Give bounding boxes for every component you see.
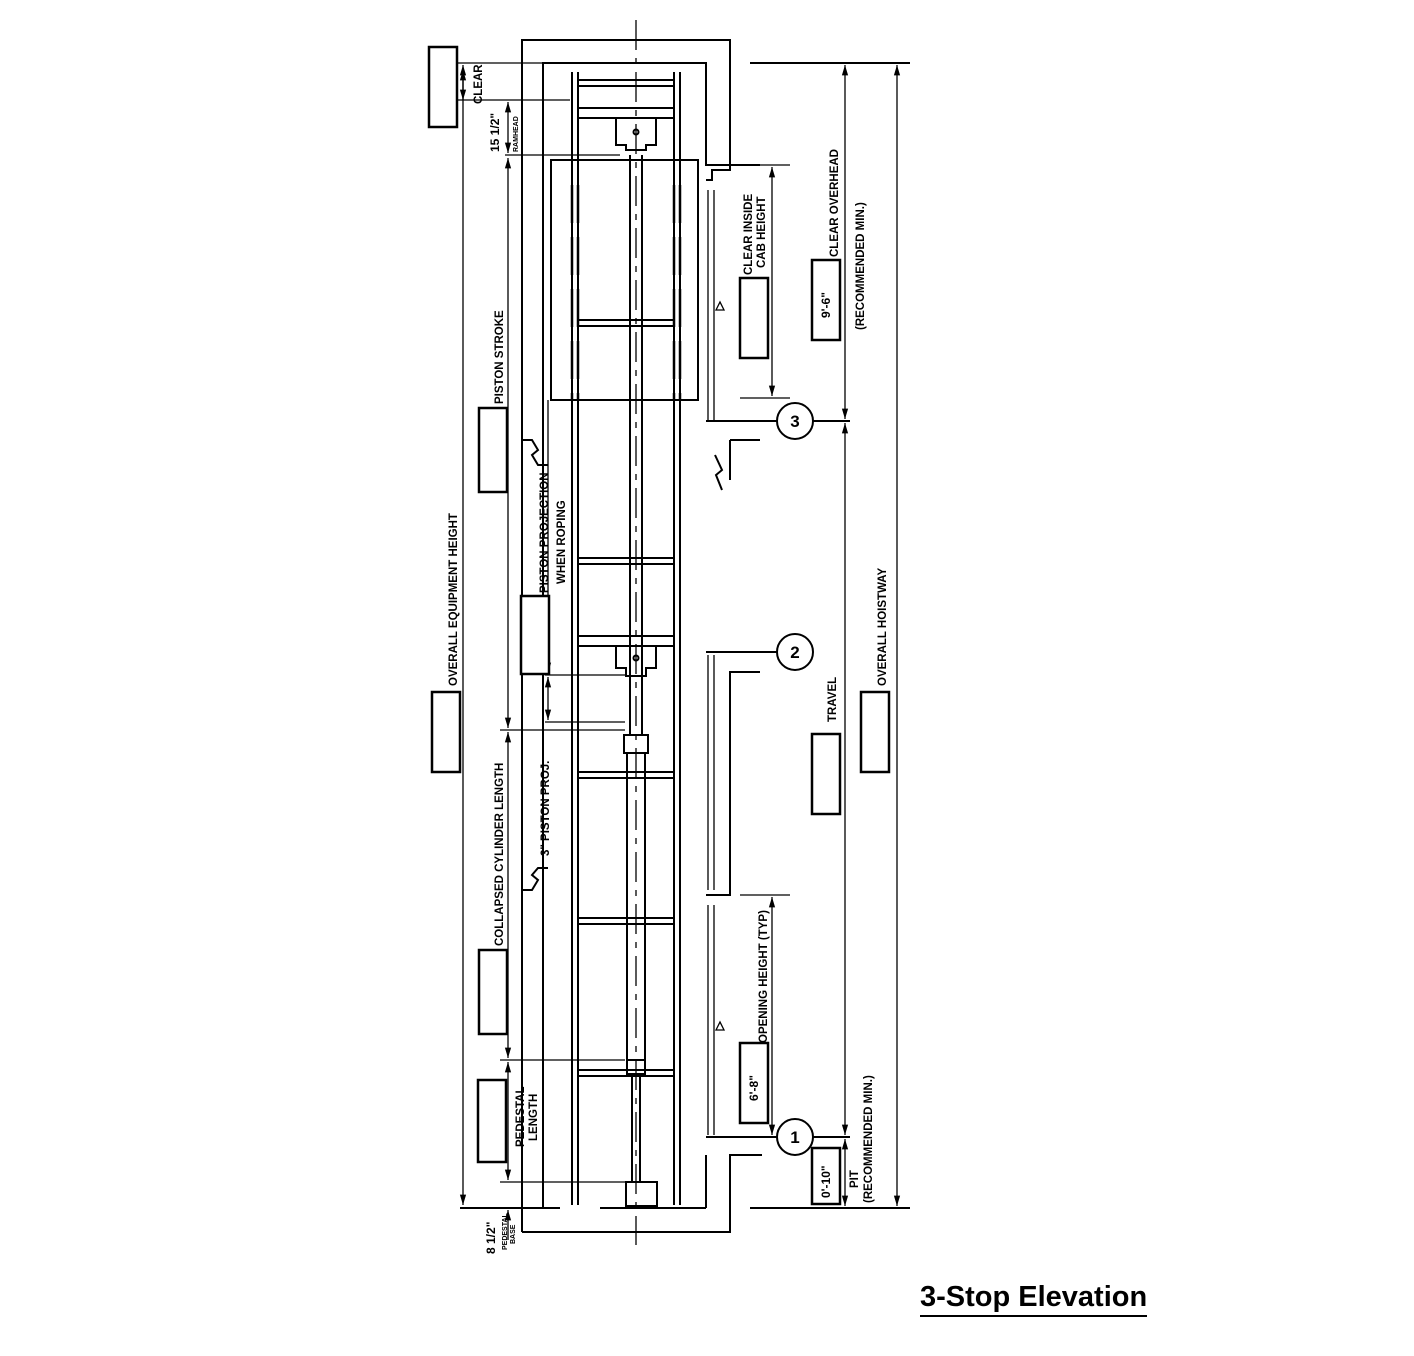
travel-value-box — [810, 732, 842, 816]
elevator-cab — [550, 159, 699, 401]
overhead-value-box — [810, 258, 842, 342]
floor-number: 1 — [790, 1128, 799, 1147]
floor-number: 3 — [790, 412, 799, 431]
clear-inside-cab-label-2: CAB HEIGHT — [756, 196, 768, 268]
opening-height-value: 6'-8" — [747, 1075, 761, 1101]
piston-cylinder — [623, 20, 658, 1245]
ramhead-label: RAMHEAD — [513, 116, 520, 152]
piston-proj-3-label: 3" PISTON PROJ. — [540, 761, 552, 856]
floor-marker-1: 1 — [776, 1118, 814, 1156]
pedestal — [625, 1181, 658, 1207]
clear-overhead-label: CLEAR OVERHEAD — [829, 149, 841, 257]
collapsed-cylinder-length-label: COLLAPSED CYLINDER LENGTH — [494, 763, 506, 946]
floor-marker-2: 2 — [776, 633, 814, 671]
hoistway-walls — [460, 39, 910, 1233]
labels: CLEAR 15 1/2" RAMHEAD PISTON STROKE OVER… — [448, 64, 889, 1254]
pedestal-length-value-box — [476, 1078, 508, 1164]
floor-number: 2 — [790, 643, 799, 662]
drawing-title: 3-Stop Elevation — [920, 1280, 1148, 1317]
piston-stroke-value-box — [477, 406, 509, 494]
piston-projection-value-box — [519, 594, 551, 676]
opening-height-value-box — [738, 1041, 770, 1125]
opening-height-label: OPENING HEIGHT (TYP) — [758, 910, 770, 1043]
pedestal-length-label: PEDESTAL — [515, 1087, 527, 1148]
cab-height-value-box — [738, 276, 770, 360]
pit-label: PIT — [849, 1170, 861, 1188]
collapsed-cylinder-value-box — [477, 948, 509, 1036]
travel-label: TRAVEL — [827, 677, 839, 722]
clear-inside-cab-label: CLEAR INSIDE — [743, 194, 755, 275]
pedestal-length-label-2: LENGTH — [528, 1094, 540, 1141]
ramhead-dimension: 15 1/2" — [488, 113, 502, 152]
piston-stroke-label: PISTON STROKE — [494, 310, 506, 404]
clear-value-box — [427, 45, 459, 129]
pedestal-base-dimension: 8 1/2" — [484, 1222, 498, 1254]
hoistway-value-box — [859, 690, 891, 774]
overhead-recommended-label: (RECOMMENDED MIN.) — [855, 202, 867, 330]
overall-hoistway-label: OVERALL HOISTWAY — [877, 567, 889, 686]
piston-projection-label-2: WHEN ROPING — [556, 500, 568, 584]
clear-label: CLEAR — [473, 64, 485, 104]
pit-recommended-label: (RECOMMENDED MIN.) — [863, 1075, 875, 1203]
pedestal-base-label: PEDESTAL — [502, 1212, 509, 1250]
pedestal-base-label-2: BASE — [510, 1224, 517, 1244]
pit-value-box — [810, 1146, 842, 1206]
overhead-value: 9'-6" — [819, 292, 833, 318]
pit-value: 0'-10" — [819, 1165, 833, 1198]
value-boxes — [427, 45, 891, 1206]
overall-equipment-height-label: OVERALL EQUIPMENT HEIGHT — [448, 513, 460, 686]
overall-equipment-value-box — [430, 690, 462, 774]
floor-marker-3: 3 — [776, 402, 814, 440]
piston-projection-label: PISTON PROJECTION — [539, 472, 551, 593]
